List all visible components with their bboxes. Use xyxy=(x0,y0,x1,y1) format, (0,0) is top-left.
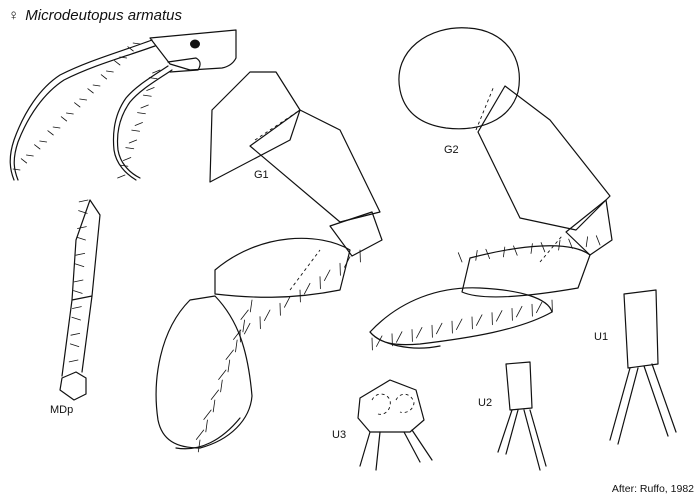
antenna-2-inner xyxy=(116,69,173,179)
mandibular-palp xyxy=(59,199,101,401)
g2-dactylus xyxy=(369,331,441,349)
g1-ischium xyxy=(329,211,383,257)
g2-setae xyxy=(371,235,601,351)
gnathopod-1 xyxy=(155,71,383,453)
u1-peduncle xyxy=(623,289,659,369)
female-symbol: ♀ xyxy=(8,7,20,24)
head-with-antennae xyxy=(9,29,237,181)
uropod-1 xyxy=(609,289,677,445)
mdp-article-2 xyxy=(61,295,93,377)
g1-coxa xyxy=(209,71,301,183)
credit-text: After: Ruffo, 1982 xyxy=(611,482,694,495)
species-name: Microdeutopus armatus xyxy=(25,7,182,24)
antenna-2 xyxy=(112,65,169,181)
antenna-1-inner xyxy=(13,45,156,181)
label-u2: U2 xyxy=(478,397,493,409)
u3-peduncle xyxy=(357,379,425,433)
mdp-setae xyxy=(68,199,89,363)
g1-dactylus xyxy=(175,417,241,450)
g2-basis xyxy=(477,85,611,231)
label-u1: U1 xyxy=(594,331,609,343)
g1-carpus xyxy=(214,237,351,298)
antenna-base xyxy=(167,57,201,73)
label-g2: G2 xyxy=(444,144,459,156)
mdp-article-3 xyxy=(71,199,101,301)
label-g1: G1 xyxy=(254,169,269,181)
eye xyxy=(190,39,200,49)
g2-carpus xyxy=(461,245,591,298)
u2-peduncle xyxy=(505,361,533,411)
g1-basis xyxy=(249,109,381,223)
gnathopod-2 xyxy=(369,27,613,351)
u2-rami xyxy=(497,409,547,471)
g2-propodus xyxy=(369,287,553,346)
label-mdp: MDp xyxy=(50,404,74,416)
uropod-3 xyxy=(357,379,433,471)
antenna-1 xyxy=(9,39,153,181)
head-capsule xyxy=(149,29,237,71)
uropod-2 xyxy=(497,361,547,471)
u3-rami xyxy=(359,429,433,471)
g2-coxa xyxy=(398,27,520,130)
u1-rami xyxy=(609,363,677,445)
mdp-base xyxy=(59,371,87,401)
figure-title: ♀ Microdeutopus armatus xyxy=(8,8,182,23)
g1-setae xyxy=(195,249,361,453)
antenna-setae xyxy=(12,42,161,179)
g1-propodus xyxy=(155,295,253,449)
label-u3: U3 xyxy=(332,429,347,441)
g2-ischium xyxy=(565,199,613,256)
